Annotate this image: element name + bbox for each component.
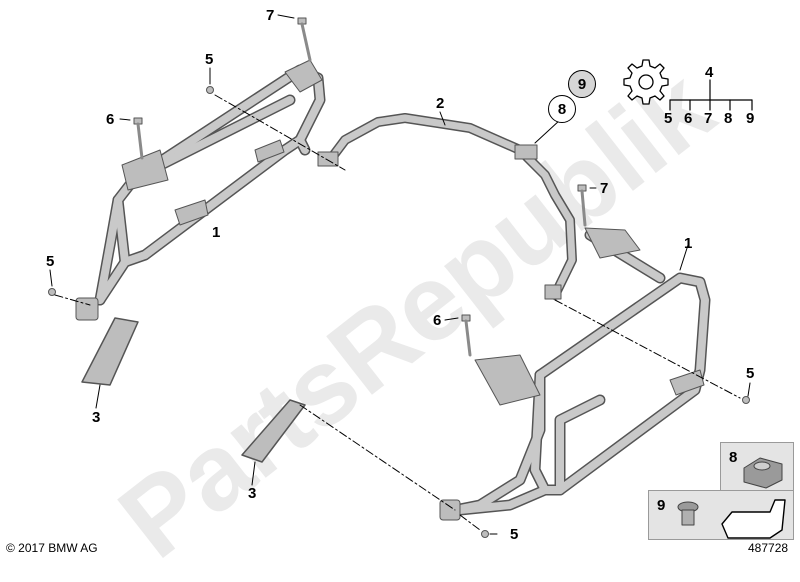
holder-middle[interactable] <box>241 399 306 463</box>
callout-5-bottom[interactable]: 5 <box>510 526 519 543</box>
clip-nut-arrow-icon <box>721 499 786 539</box>
callout-1-right[interactable]: 1 <box>684 235 693 252</box>
rear-crossbar[interactable] <box>317 113 577 300</box>
callout-5-top[interactable]: 5 <box>205 51 214 68</box>
set-kit-child-8[interactable]: 8 <box>724 110 733 127</box>
callout-7-top[interactable]: 7 <box>266 7 275 24</box>
callout-3-mid[interactable]: 3 <box>248 485 257 502</box>
set-kit-child-9[interactable]: 9 <box>746 110 755 127</box>
callout-9-circle[interactable]: 9 <box>568 70 596 98</box>
nut-right-5[interactable] <box>742 396 750 404</box>
set-kit-child-7[interactable]: 7 <box>704 110 713 127</box>
screw-icon <box>677 501 699 526</box>
set-kit-child-6[interactable]: 6 <box>684 110 693 127</box>
callout-5-right[interactable]: 5 <box>746 365 755 382</box>
clip-nut-icon <box>743 457 783 489</box>
callout-5-left[interactable]: 5 <box>46 253 55 270</box>
callout-7-right[interactable]: 7 <box>600 180 609 197</box>
diagram-id: 487728 <box>748 541 789 555</box>
bolt-top-7[interactable] <box>297 17 312 62</box>
gear-icon <box>623 59 669 105</box>
set-kit-child-5[interactable]: 5 <box>664 110 673 127</box>
nut-top-5[interactable] <box>206 86 214 94</box>
left-pannier-frame[interactable] <box>75 59 326 321</box>
right-pannier-frame[interactable] <box>439 227 711 521</box>
bolt-right-7[interactable] <box>577 184 587 227</box>
copyright-text: © 2017 BMW AG <box>6 541 98 555</box>
callout-2[interactable]: 2 <box>436 95 445 112</box>
bolt-left-6[interactable] <box>133 117 144 160</box>
callout-3-left[interactable]: 3 <box>92 409 101 426</box>
parts-diagram <box>48 14 786 539</box>
callout-1-left[interactable]: 1 <box>212 224 221 241</box>
callout-8-circle[interactable]: 8 <box>548 95 576 123</box>
nut-bottom-5[interactable] <box>481 530 489 538</box>
callout-6-mid[interactable]: 6 <box>433 312 442 329</box>
leader-lines <box>49 14 751 535</box>
nut-left-5[interactable] <box>48 288 56 296</box>
callout-6-left[interactable]: 6 <box>106 111 115 128</box>
holder-left[interactable] <box>81 317 139 386</box>
set-kit-parent-label[interactable]: 4 <box>705 64 714 81</box>
set-kit-bracket <box>669 79 753 111</box>
bolt-mid-6[interactable] <box>461 314 472 357</box>
assembly-lines <box>54 94 741 531</box>
